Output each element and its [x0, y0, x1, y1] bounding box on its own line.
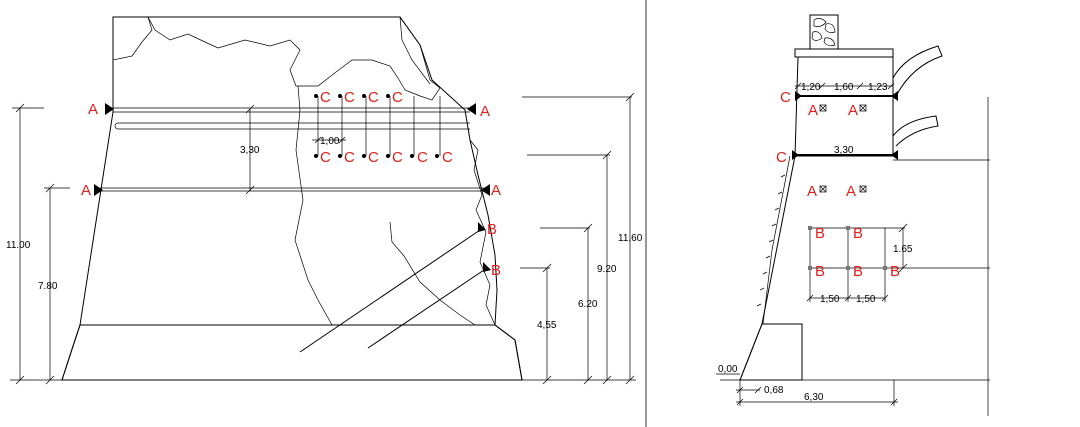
c-point — [362, 154, 366, 158]
a-right-top-arrow — [467, 103, 476, 115]
a-lower-label-2: A — [846, 183, 856, 200]
c-point — [338, 154, 342, 158]
crack-line-3 — [389, 221, 476, 326]
c-lower-label: C — [776, 149, 787, 166]
a-left-mid-arrow — [94, 184, 103, 196]
dim-11-00: 11.00 — [6, 240, 31, 251]
c-bottom-label-1: C — [320, 149, 331, 166]
dim-3-30-sect: 3,30 — [834, 145, 854, 156]
c-bottom-label-4: C — [392, 149, 403, 166]
c-point — [314, 94, 318, 98]
crack-line-2 — [399, 16, 431, 85]
a-upper-label-2: A — [848, 102, 858, 119]
c-point — [410, 154, 414, 158]
b-upper-label-2: B — [853, 225, 863, 242]
c-point — [386, 154, 390, 158]
c-upper-label: C — [780, 89, 791, 106]
dim-9-20: 9.20 — [597, 264, 617, 275]
dim-11-60: 11,60 — [618, 233, 643, 244]
dim-7-80: 7.80 — [38, 281, 58, 292]
stippled-masonry — [147, 16, 441, 101]
cornice-band — [114, 122, 470, 130]
c-bottom-label-6: C — [442, 149, 453, 166]
a-right-top-label: A — [480, 103, 490, 120]
c-point — [362, 94, 366, 98]
mid-rail — [100, 187, 484, 192]
c-top-label-3: C — [368, 89, 379, 106]
c-bottom-label-5: C — [417, 149, 428, 166]
c-top-label-2: C — [344, 89, 355, 106]
dim-6-30: 6,30 — [804, 392, 824, 403]
sloped-wall — [739, 155, 796, 381]
upper-rail — [113, 107, 470, 113]
dim-3-30-elev: 3,30 — [240, 145, 260, 156]
dim-4-55: 4,55 — [537, 320, 557, 331]
a-upper-label-1: A — [808, 102, 818, 119]
c-bottom-label-3: C — [368, 149, 379, 166]
a-right-mid-arrow — [481, 184, 490, 196]
c-top-label-4: C — [392, 89, 403, 106]
dim-1-00: 1,00 — [320, 136, 340, 147]
wall-outline — [61, 16, 523, 381]
b-upper-label: B — [487, 221, 497, 238]
c-bottom-label-2: C — [344, 149, 355, 166]
dim-0-68: 0,68 — [764, 385, 784, 396]
b-lower-label-2: B — [853, 263, 863, 280]
arch-lower — [892, 115, 939, 147]
section-view: C C 1,20 1,60 1,23 3,30 A A A A — [716, 14, 990, 416]
a-left-mid-label: A — [81, 182, 91, 199]
a-right-mid-label: A — [491, 182, 501, 199]
c-point — [314, 154, 318, 158]
c-point — [338, 94, 342, 98]
brick-plinth — [61, 324, 523, 381]
dim-1-20: 1,20 — [801, 82, 821, 93]
cap — [794, 48, 894, 58]
arch-upper — [892, 45, 943, 97]
dim-1-65: 1.65 — [893, 244, 913, 255]
dim-1-60: 1,60 — [834, 82, 854, 93]
b-lower-label-1: B — [815, 263, 825, 280]
dim-1-23: 1,23 — [868, 82, 888, 93]
b-lower-label: B — [491, 262, 501, 279]
crack-line-1 — [294, 85, 333, 326]
b-lower-arrow — [483, 262, 491, 272]
c-top-label-1: C — [320, 89, 331, 106]
b-upper-diagonal — [299, 227, 484, 353]
sloped-wall-inner — [762, 155, 791, 325]
c-point — [386, 94, 390, 98]
dim-0-00: 0,00 — [718, 364, 738, 375]
dim-1-50a: 1,50 — [820, 294, 840, 305]
brick-patch-top — [112, 16, 153, 61]
a-left-top-label: A — [88, 101, 98, 118]
a-left-top-arrow — [105, 103, 114, 115]
a-lower-label-1: A — [807, 183, 817, 200]
c-marker-grid: C C C C C C C C C C 1,00 — [312, 89, 453, 166]
right-jagged-edge — [469, 139, 496, 326]
dim-1-50b: 1,50 — [856, 294, 876, 305]
b-lower-label-3: B — [890, 263, 900, 280]
b-upper-label-1: B — [815, 225, 825, 242]
c-point — [435, 154, 439, 158]
b-lower-diagonal — [367, 267, 488, 349]
elevation-view: A A A A B B C C C C C — [6, 16, 643, 385]
b-upper-arrow — [478, 222, 486, 232]
section-brick — [739, 323, 803, 381]
dim-6-20: 6.20 — [578, 299, 598, 310]
